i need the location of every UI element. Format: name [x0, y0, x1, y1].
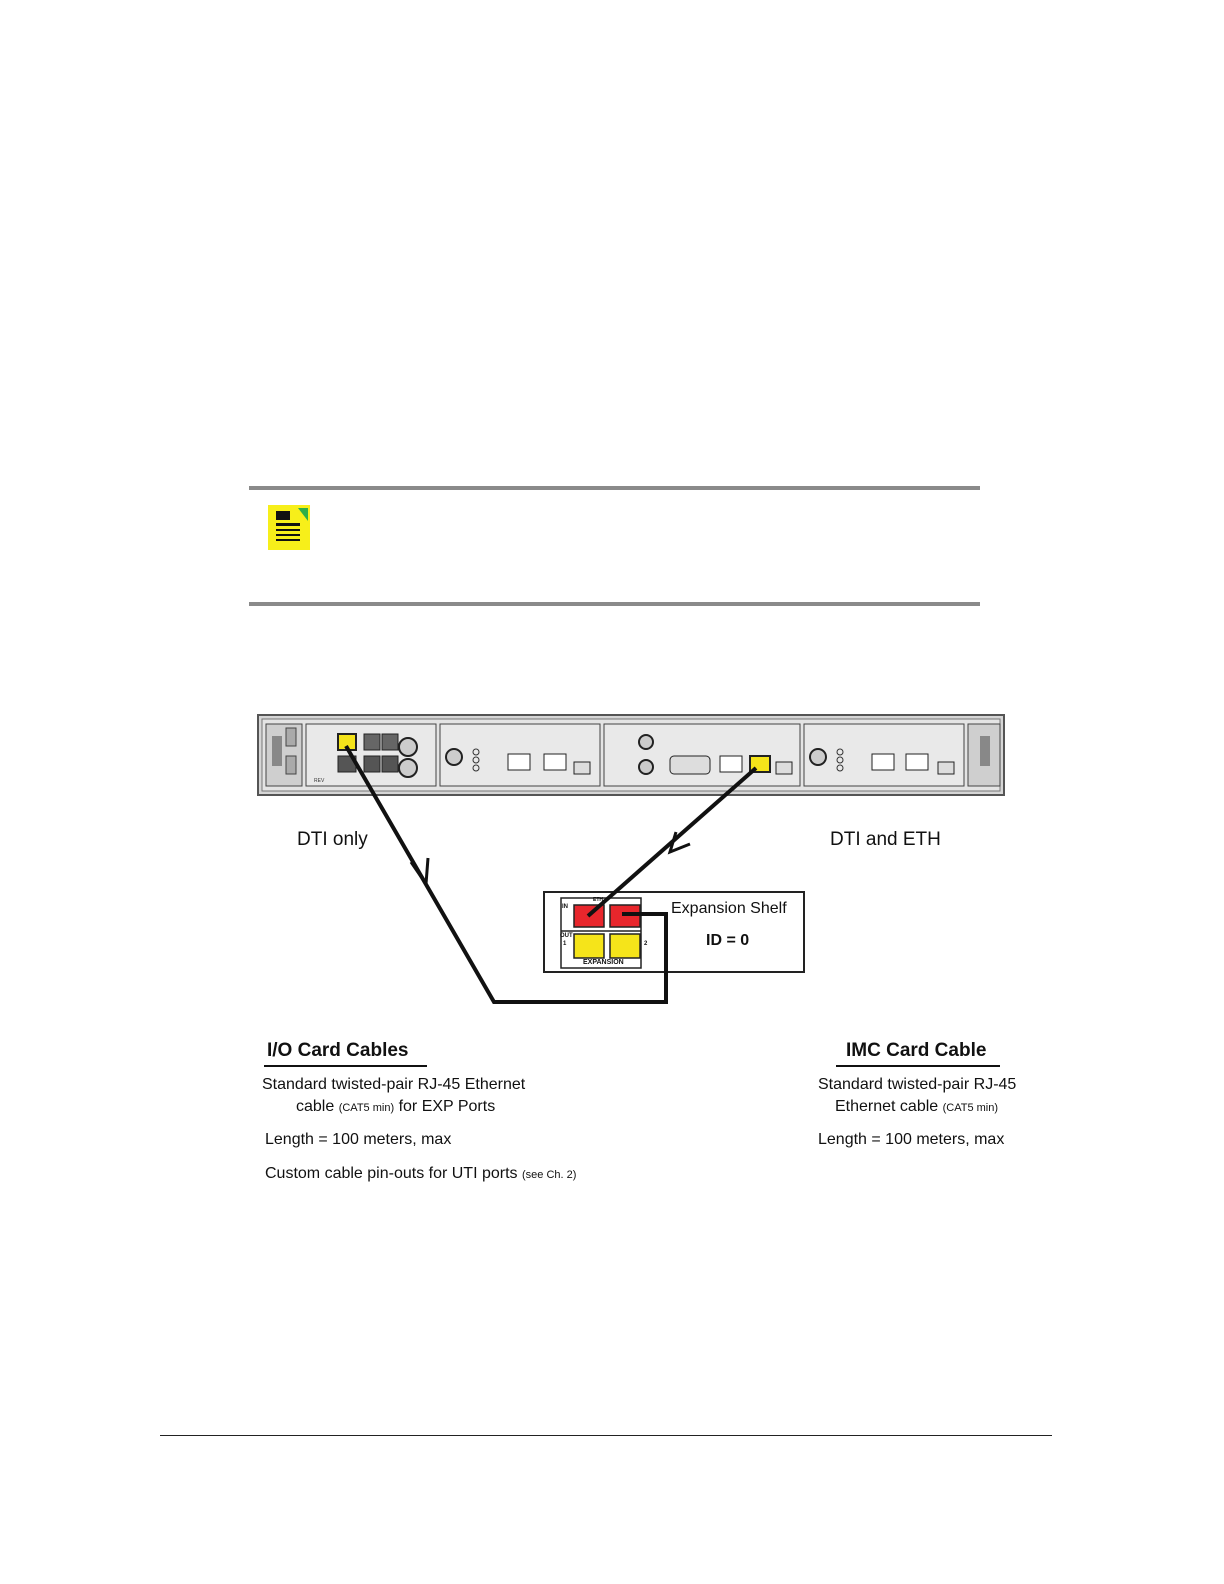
note-icon: [268, 505, 310, 550]
panel-port1-label: 1: [563, 941, 567, 947]
chassis-rear-panel: REV: [257, 714, 1005, 796]
cabling-diagram: REV: [257, 714, 1005, 1004]
dti-only-label: DTI only: [297, 829, 368, 850]
shelf-id-label: ID = 0: [706, 932, 750, 949]
port-out-1: [573, 933, 605, 959]
panel-eth-label: ETH: [593, 897, 603, 903]
io-cable-arrow: [409, 857, 430, 889]
svg-text:REV: REV: [314, 778, 325, 784]
io-card-length: Length = 100 meters, max: [265, 1131, 452, 1148]
imc-card-line2: Ethernet cable (CAT5 min): [835, 1098, 999, 1115]
panel-port2-label: 2: [644, 941, 648, 947]
cabling-figure: REV: [256, 712, 1032, 1187]
io-card-custom: Custom cable pin-outs for UTI ports (see…: [265, 1165, 577, 1182]
io-card-heading-underline: [264, 1065, 427, 1067]
io-card-line2: cable (CAT5 min) for EXP Ports: [296, 1098, 496, 1115]
expansion-panel: [560, 897, 642, 969]
io-card-heading: I/O Card Cables: [267, 1040, 409, 1061]
note-bottom-rule: [249, 602, 980, 606]
panel-out-label: OUT: [560, 933, 573, 939]
port-out-2: [609, 933, 641, 959]
expansion-shelf-title: Expansion Shelf: [671, 900, 787, 917]
footer-rule: [160, 1435, 1052, 1436]
panel-in-label: IN: [562, 904, 568, 910]
io-card-cable: [344, 744, 668, 1004]
io-card-line1: Standard twisted-pair RJ-45 Ethernet: [262, 1076, 526, 1093]
imc-card-line1: Standard twisted-pair RJ-45: [818, 1076, 1017, 1093]
panel-expansion-label: EXPANSION: [583, 959, 624, 966]
imc-cable-arrow: [667, 831, 691, 855]
note-top-rule: [249, 486, 980, 490]
imc-card-heading-underline: [836, 1065, 1000, 1067]
imc-card-heading: IMC Card Cable: [846, 1040, 987, 1061]
imc-card-length: Length = 100 meters, max: [818, 1131, 1005, 1148]
dti-eth-label: DTI and ETH: [830, 829, 941, 850]
